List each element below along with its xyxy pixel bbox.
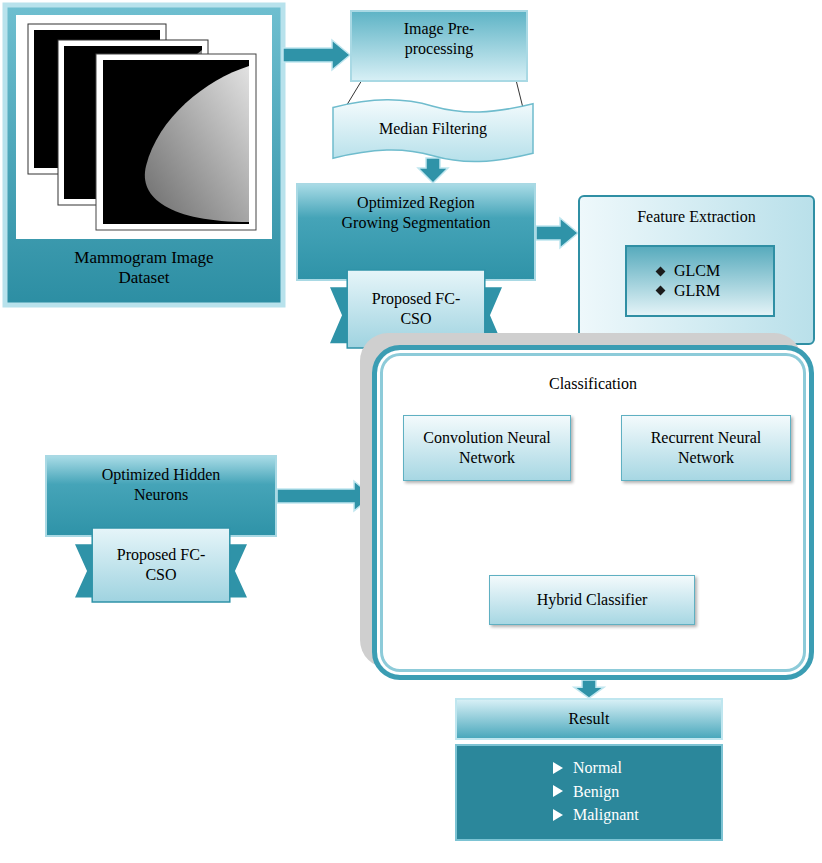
node-text: GLRM [674,281,720,301]
block-arrow [536,218,578,248]
node-outline [75,528,247,602]
node-text: Normal [573,758,622,778]
filter-banner: Median Filtering [333,100,533,162]
banner-shape [333,100,533,162]
optimizer-ribbon: Proposed FC-CSO [75,528,247,602]
classification-panel: ClassificationConvolution Neural Network… [372,345,814,680]
node-outline [330,270,502,348]
segmentation-box: Optimized Region Growing Segmentation [296,183,536,281]
classifier-box: Convolution Neural Network [403,415,571,481]
bullet-arrow [553,762,563,774]
bullet-diamond [656,286,666,296]
node-text: Malignant [573,805,639,825]
dataset-box: Mammogram Image Dataset [5,5,283,305]
mammogram-image [103,60,249,224]
hybrid-box: Hybrid Classifier [489,575,695,625]
node-text: Recurrent Neural Network [632,428,780,467]
hanger-line [516,80,523,108]
node-text: Optimized Region Growing Segmentation [336,193,496,232]
node-text: Proposed FC-CSO [111,545,211,584]
feature-item: GLRM [657,281,720,301]
node-text: Convolution Neural Network [414,428,560,467]
breast-tissue [145,66,249,222]
dataset-frame [5,5,283,305]
optimizer-ribbon: Proposed FC-CSO [330,270,502,348]
node-text: Feature Extraction [637,207,756,227]
node-text: Optimized Hidden Neurons [81,465,241,504]
node-text: GLCM [674,261,720,281]
result-box: ResultNormalBenignMalignant [455,698,723,858]
feature-list-box: GLCMGLRM [625,245,775,317]
ribbon-body [92,528,230,602]
node-text: Benign [573,782,619,802]
hidden-neuron-box: Optimized Hidden Neurons [45,455,277,537]
bullet-arrow [553,809,563,821]
bullet-arrow [553,785,563,797]
process-box: Image Pre-processing [350,10,528,82]
mammogram-frame [96,54,256,230]
bullet-diamond [656,266,666,276]
node-text: Median Filtering [379,119,487,139]
result-list: NormalBenignMalignant [455,744,723,841]
node-text: Mammogram Image Dataset [49,248,239,289]
image-ground [16,15,272,239]
node-text: Hybrid Classifier [537,590,648,610]
result-item: Benign [553,782,711,802]
result-header: Result [455,698,723,740]
node-text: Proposed FC-CSO [366,289,466,328]
node-text: Image Pre-processing [379,19,499,58]
feature-scroll: Feature ExtractionGLCMGLRM [578,195,815,345]
node-text: Result [569,709,610,729]
result-item: Malignant [553,805,711,825]
block-arrow [574,680,604,698]
block-arrow [277,481,372,511]
result-item: Normal [553,758,711,778]
classifier-box: Recurrent Neural Network [621,415,791,481]
block-arrow [418,158,448,183]
ribbon-body [347,270,485,348]
block-arrow [283,40,350,70]
node-text: Classification [549,374,637,394]
feature-item: GLCM [657,261,720,281]
